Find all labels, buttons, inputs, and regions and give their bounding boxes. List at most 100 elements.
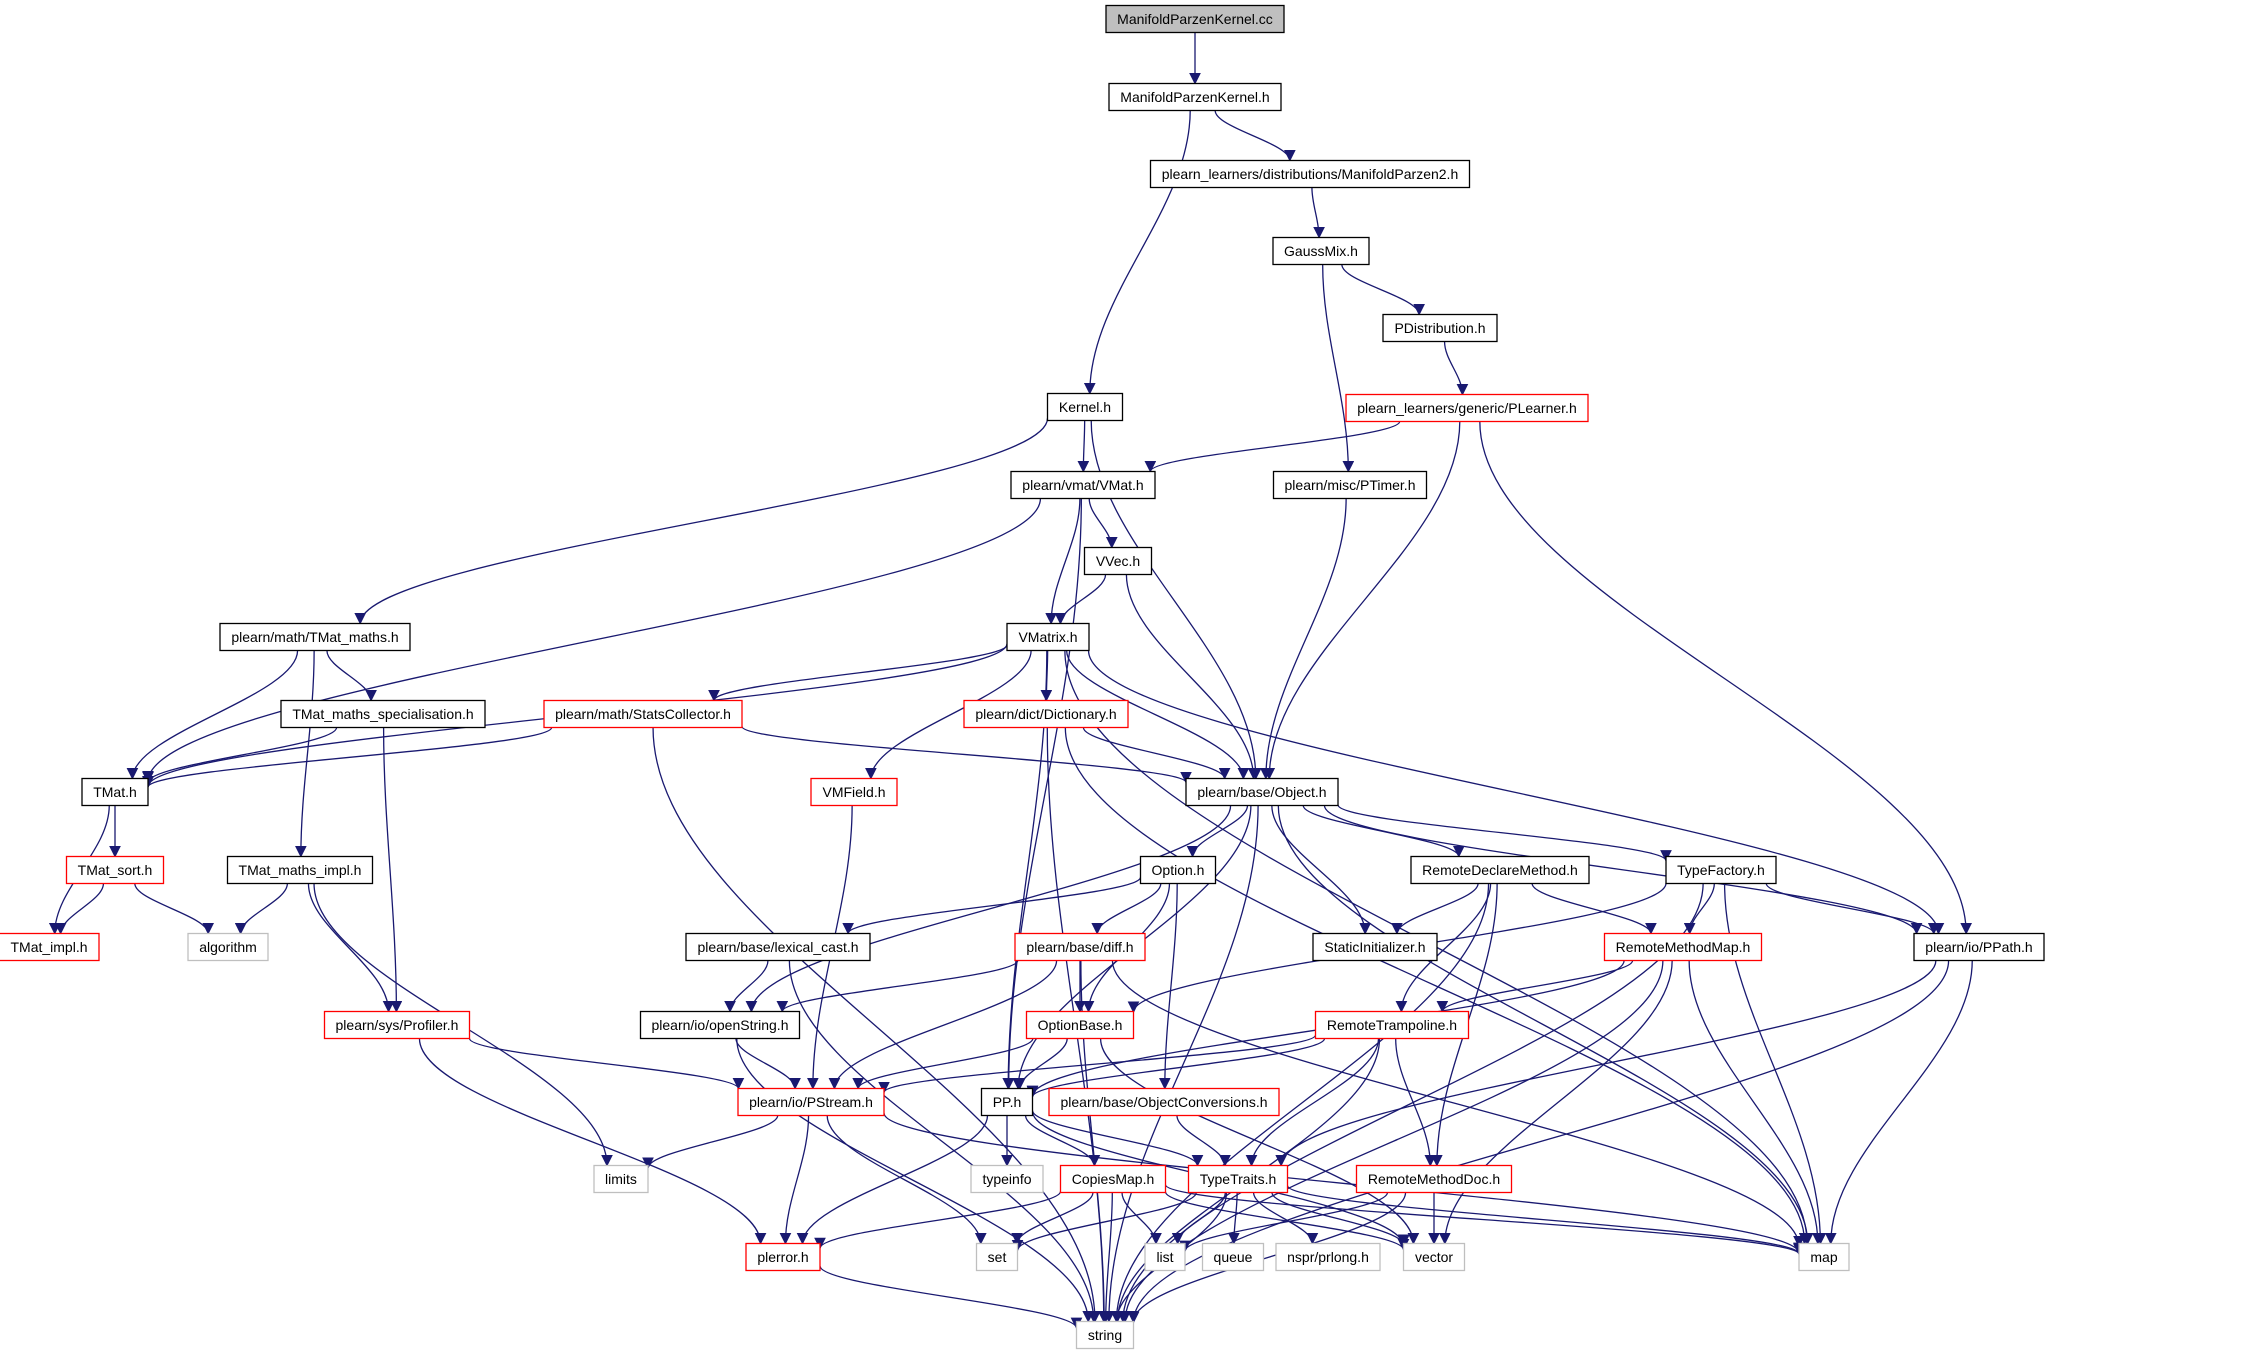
edge-object-to-map <box>1277 805 1814 1245</box>
node-list[interactable]: list <box>1144 1242 1186 1272</box>
node-label: plearn/sys/Profiler.h <box>336 1017 459 1033</box>
edge-rdm-to-staticinit <box>1391 883 1479 935</box>
node-box <box>1185 777 1339 807</box>
node-typetraits-h[interactable]: TypeTraits.h <box>1187 1164 1289 1194</box>
node-algorithm[interactable]: algorithm <box>187 932 269 962</box>
node-remotemethodmap-h[interactable]: RemoteMethodMap.h <box>1603 932 1763 962</box>
edge-copiesmap-to-list <box>1121 1192 1162 1245</box>
node-label: plearn/dict/Dictionary.h <box>975 706 1116 722</box>
node-box <box>1006 622 1090 652</box>
edge-plearner-to-ppath <box>1479 421 1973 935</box>
node-plerror-h[interactable]: plerror.h <box>745 1242 821 1272</box>
node-label: ManifoldParzenKernel.cc <box>1117 11 1273 27</box>
node-label: plearn/base/ObjectConversions.h <box>1060 1094 1267 1110</box>
node-label: plearn_learners/distributions/ManifoldPa… <box>1162 166 1459 182</box>
edge-tmspec-to-profiler <box>382 727 403 1013</box>
node-label: list <box>1156 1249 1173 1265</box>
edge-plearner-to-object <box>1263 421 1461 780</box>
node-pp-h[interactable]: PP.h <box>980 1087 1034 1117</box>
node-label: vector <box>1415 1249 1453 1265</box>
node-plearn-misc-ptimer-h[interactable]: plearn/misc/PTimer.h <box>1272 470 1428 500</box>
node-staticinitializer-h[interactable]: StaticInitializer.h <box>1312 932 1438 962</box>
node-tmat-h[interactable]: TMat.h <box>81 777 149 807</box>
node-vector[interactable]: vector <box>1402 1242 1466 1272</box>
node-label: map <box>1810 1249 1837 1265</box>
edge-gaussmix-to-ptimer <box>1322 264 1355 473</box>
node-label: ManifoldParzenKernel.h <box>1120 89 1269 105</box>
edge-pdist-to-plearner <box>1443 341 1469 396</box>
node-vvec-h[interactable]: VVec.h <box>1083 546 1153 576</box>
node-plearn-learners-distributions-manifoldparzen2-h[interactable]: plearn_learners/distributions/ManifoldPa… <box>1149 159 1471 189</box>
node-plearn-base-diff-h[interactable]: plearn/base/diff.h <box>1014 932 1146 962</box>
node-nspr-prlong-h[interactable]: nspr/prlong.h <box>1275 1242 1381 1272</box>
node-vmfield-h[interactable]: VMField.h <box>810 777 898 807</box>
node-plearn-io-pstream-h[interactable]: plearn/io/PStream.h <box>737 1087 885 1117</box>
node-typeinfo[interactable]: typeinfo <box>970 1164 1044 1194</box>
edge-layer <box>48 32 1973 1330</box>
edge-copiesmap-to-vector <box>1164 1191 1410 1251</box>
edge-vmatrix-to-vmfield <box>865 650 1032 780</box>
node-box <box>1059 1164 1167 1194</box>
node-label: TMat.h <box>93 784 137 800</box>
node-box <box>1014 932 1146 962</box>
node-plearn-sys-profiler-h[interactable]: plearn/sys/Profiler.h <box>323 1010 471 1040</box>
node-plearn-io-openstring-h[interactable]: plearn/io/openString.h <box>639 1010 801 1040</box>
node-pdistribution-h[interactable]: PDistribution.h <box>1382 313 1498 343</box>
node-tmat-maths-impl-h[interactable]: TMat_maths_impl.h <box>226 855 374 885</box>
node-optionbase-h[interactable]: OptionBase.h <box>1025 1010 1135 1040</box>
node-box <box>1105 4 1285 34</box>
node-plearn-math-tmat-maths-h[interactable]: plearn/math/TMat_maths.h <box>219 622 411 652</box>
edge-tmspec-to-tmat <box>142 727 338 784</box>
node-vmatrix-h[interactable]: VMatrix.h <box>1006 622 1090 652</box>
node-kernel-h[interactable]: Kernel.h <box>1046 392 1124 422</box>
node-layer: ManifoldParzenKernel.ccManifoldParzenKer… <box>0 4 2045 1350</box>
node-plearn-vmat-vmat-h[interactable]: plearn/vmat/VMat.h <box>1010 470 1156 500</box>
node-manifoldparzenkernel-h[interactable]: ManifoldParzenKernel.h <box>1108 82 1282 112</box>
edge-pstream-to-set <box>826 1115 987 1245</box>
node-gaussmix-h[interactable]: GaussMix.h <box>1272 236 1370 266</box>
node-tmat-impl-h[interactable]: TMat_impl.h <box>0 932 100 962</box>
node-box <box>1402 1242 1466 1272</box>
node-label: plearn/math/TMat_maths.h <box>231 629 398 645</box>
node-label: string <box>1088 1327 1122 1343</box>
edge-profiler-to-plerror <box>418 1038 767 1245</box>
node-plearn-learners-generic-plearner-h[interactable]: plearn_learners/generic/PLearner.h <box>1345 393 1589 423</box>
node-box <box>1913 932 2045 962</box>
node-box <box>1272 236 1370 266</box>
node-tmat-sort-h[interactable]: TMat_sort.h <box>65 855 165 885</box>
node-string[interactable]: string <box>1075 1320 1135 1350</box>
node-label: RemoteDeclareMethod.h <box>1422 862 1578 878</box>
edge-pph-to-typetraits <box>1031 1110 1204 1167</box>
node-plearn-dict-dictionary-h[interactable]: plearn/dict/Dictionary.h <box>963 699 1129 729</box>
node-label: nspr/prlong.h <box>1287 1249 1369 1265</box>
node-box <box>323 1010 471 1040</box>
node-limits[interactable]: limits <box>593 1164 649 1194</box>
node-label: plearn/base/Object.h <box>1197 784 1326 800</box>
edge-option-to-objconv <box>1158 883 1178 1090</box>
node-manifoldparzenkernel-cc[interactable]: ManifoldParzenKernel.cc <box>1105 4 1285 34</box>
node-typefactory-h[interactable]: TypeFactory.h <box>1665 855 1777 885</box>
node-label: plearn/io/PPath.h <box>1925 939 2032 955</box>
edge-pstream-to-limits <box>642 1115 779 1170</box>
node-label: VVec.h <box>1096 553 1140 569</box>
node-plearn-base-lexical-cast-h[interactable]: plearn/base/lexical_cast.h <box>685 932 871 962</box>
node-remotemethoddoc-h[interactable]: RemoteMethodDoc.h <box>1355 1164 1513 1194</box>
node-plearn-base-object-h[interactable]: plearn/base/Object.h <box>1185 777 1339 807</box>
node-label: plearn_learners/generic/PLearner.h <box>1357 400 1576 416</box>
node-copiesmap-h[interactable]: CopiesMap.h <box>1059 1164 1167 1194</box>
node-set[interactable]: set <box>975 1242 1019 1272</box>
node-plearn-math-statscollector-h[interactable]: plearn/math/StatsCollector.h <box>543 699 743 729</box>
node-map[interactable]: map <box>1798 1242 1850 1272</box>
node-remotetrampoline-h[interactable]: RemoteTrampoline.h <box>1314 1010 1470 1040</box>
node-tmat-maths-specialisation-h[interactable]: TMat_maths_specialisation.h <box>280 699 486 729</box>
node-plearn-base-objectconversions-h[interactable]: plearn/base/ObjectConversions.h <box>1048 1087 1280 1117</box>
node-box <box>685 932 871 962</box>
node-queue[interactable]: queue <box>1201 1242 1265 1272</box>
node-remotedeclaremethod-h[interactable]: RemoteDeclareMethod.h <box>1410 855 1590 885</box>
node-box <box>1025 1010 1135 1040</box>
node-label: plearn/math/StatsCollector.h <box>555 706 731 722</box>
node-option-h[interactable]: Option.h <box>1139 855 1217 885</box>
node-box <box>226 855 374 885</box>
node-plearn-io-ppath-h[interactable]: plearn/io/PPath.h <box>1913 932 2045 962</box>
edge-plerror-to-string <box>819 1265 1083 1330</box>
